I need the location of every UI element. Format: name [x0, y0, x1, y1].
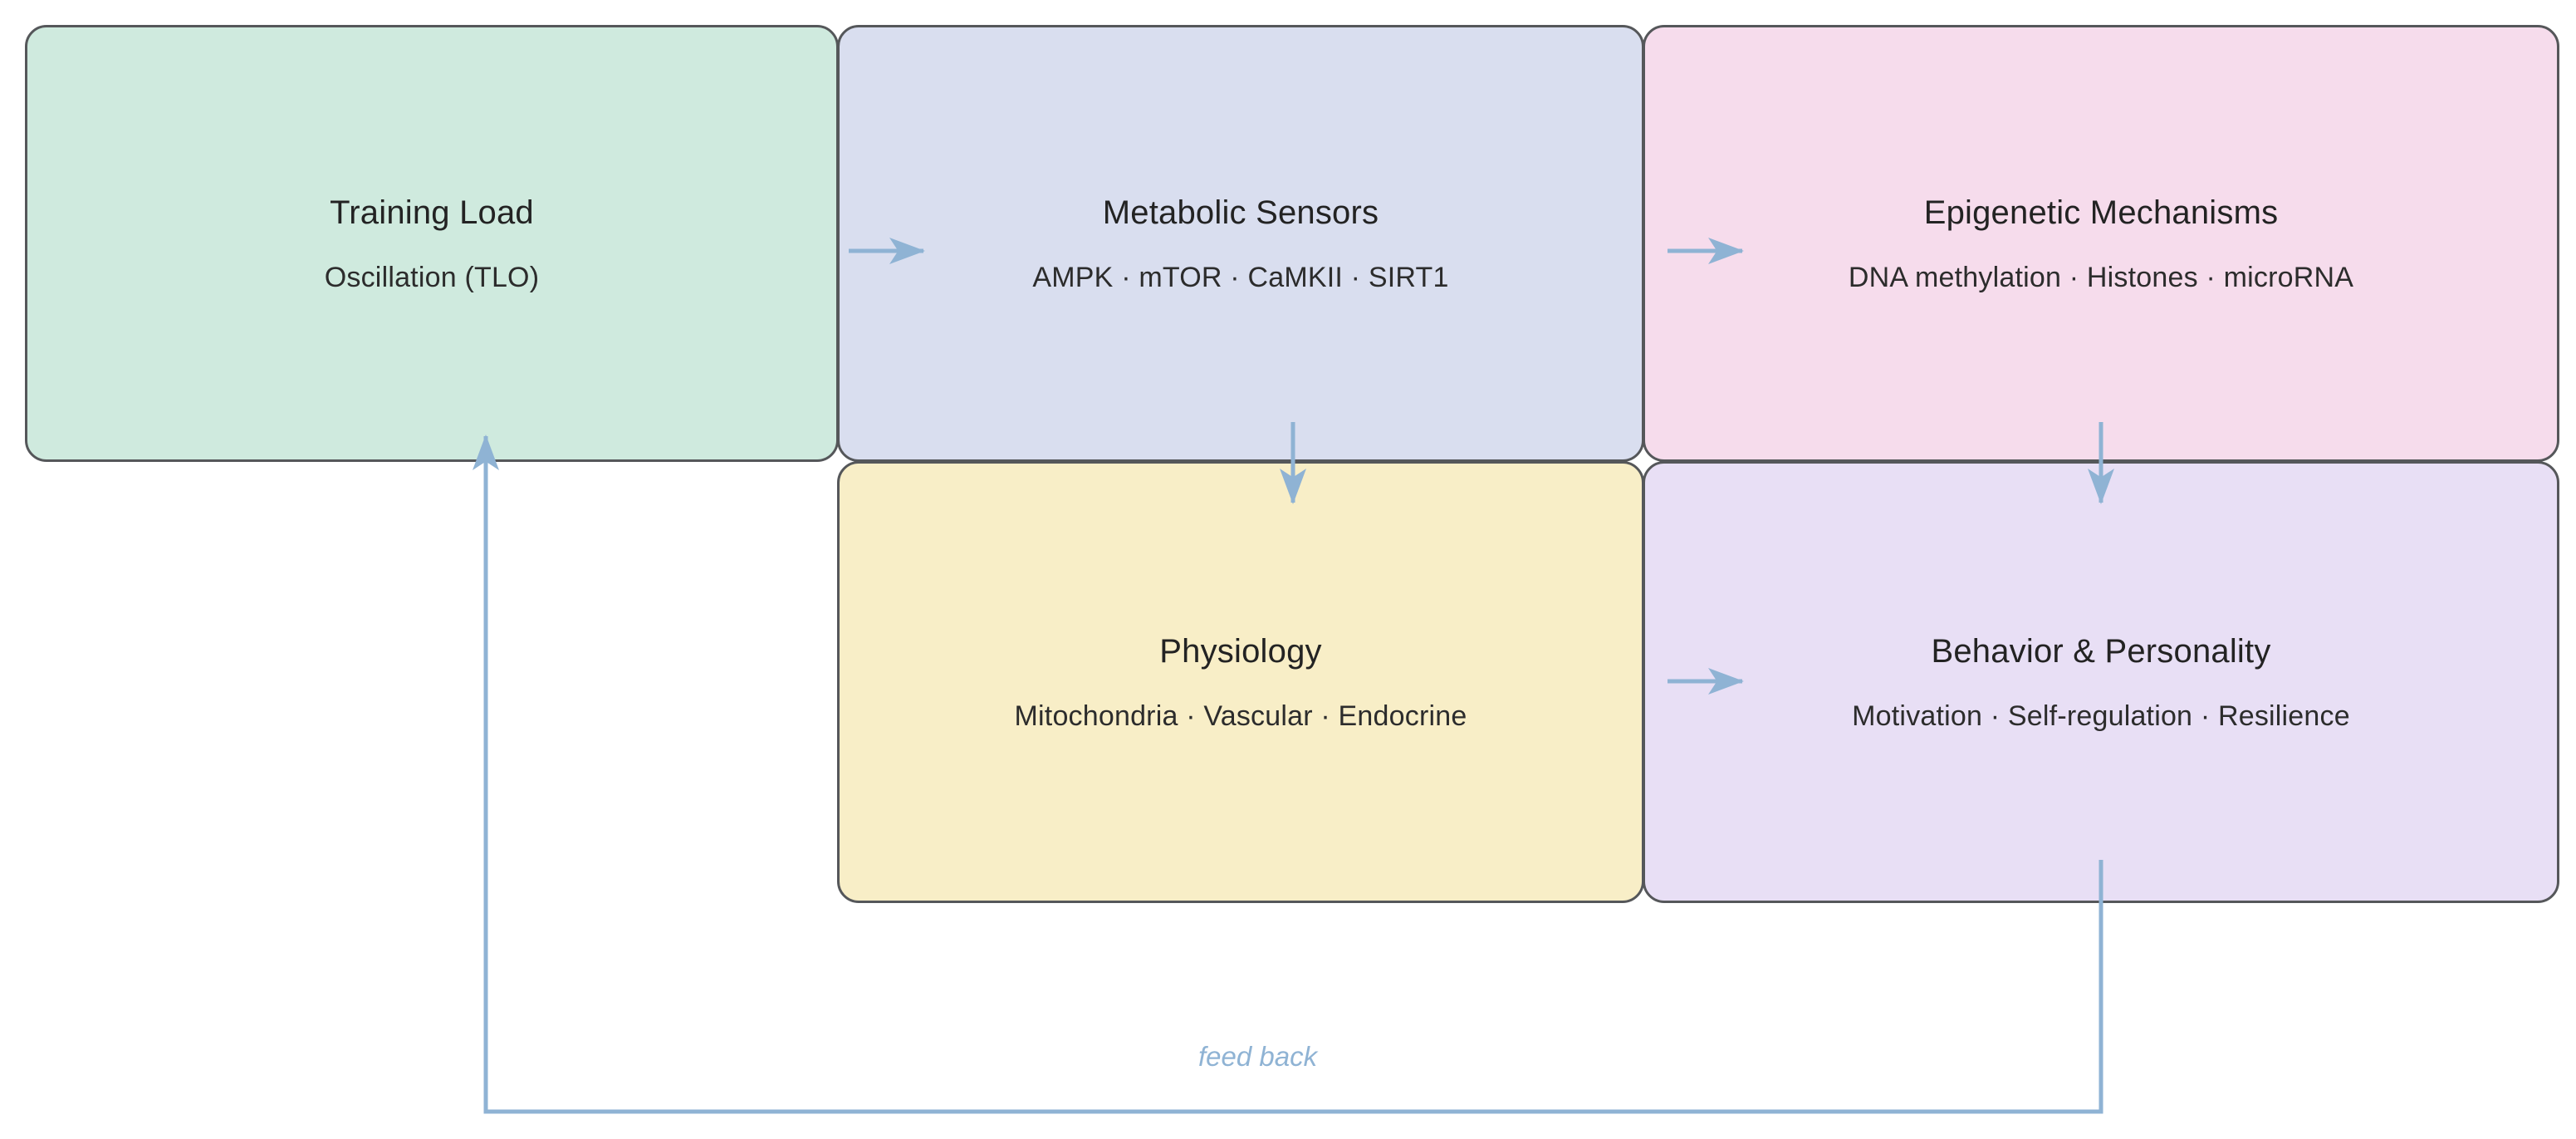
- node-subtitle: DNA methylation · Histones · microRNA: [1848, 261, 2354, 293]
- node-metabolic-sensors[interactable]: Metabolic Sensors AMPK · mTOR · CaMKII ·…: [837, 25, 1644, 462]
- node-title: Behavior & Personality: [1931, 632, 2271, 670]
- node-subtitle: Oscillation (TLO): [324, 261, 540, 293]
- node-behavior-personality[interactable]: Behavior & Personality Motivation · Self…: [1643, 461, 2559, 903]
- node-training-load[interactable]: Training Load Oscillation (TLO): [25, 25, 839, 462]
- node-title: Epigenetic Mechanisms: [1923, 194, 2279, 231]
- node-title: Metabolic Sensors: [1102, 194, 1379, 231]
- node-title: Training Load: [330, 194, 534, 231]
- node-title: Physiology: [1159, 632, 1322, 670]
- node-subtitle: AMPK · mTOR · CaMKII · SIRT1: [1032, 261, 1449, 293]
- node-epigenetic-mechanisms[interactable]: Epigenetic Mechanisms DNA methylation · …: [1643, 25, 2559, 462]
- edge-label-feedback: feed back: [1198, 1041, 1318, 1072]
- node-physiology[interactable]: Physiology Mitochondria · Vascular · End…: [837, 461, 1644, 903]
- node-subtitle: Motivation · Self-regulation · Resilienc…: [1852, 700, 2350, 732]
- node-subtitle: Mitochondria · Vascular · Endocrine: [1014, 700, 1467, 732]
